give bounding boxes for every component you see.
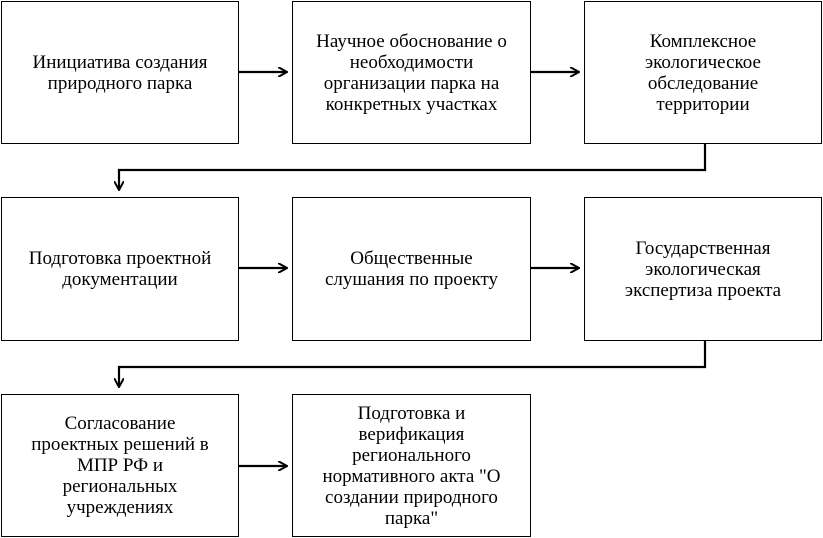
arrow-6-7 xyxy=(119,341,707,387)
step-7-box: Согласование проектных решений в МПР РФ … xyxy=(1,394,239,537)
step-4-text: Подготовка проектной документации xyxy=(28,248,212,290)
step-2-text: Научное обоснование о необходимости орга… xyxy=(316,30,507,115)
step-8-box: Подготовка и верификация регионального н… xyxy=(292,394,531,537)
step-4-box: Подготовка проектной документации xyxy=(1,197,239,341)
step-5-box: Общественные слушания по проекту xyxy=(292,197,531,341)
step-8-text: Подготовка и верификация регионального н… xyxy=(322,402,501,529)
step-5-text: Общественные слушания по проекту xyxy=(324,248,499,290)
step-2-box: Научное обоснование о необходимости орга… xyxy=(292,1,531,144)
step-6-text: Государственная экологическая экспертиза… xyxy=(624,237,782,301)
step-7-text: Согласование проектных решений в МПР РФ … xyxy=(31,413,209,518)
step-1-text: Инициатива создания природного парка xyxy=(32,51,208,94)
arrow-3-4 xyxy=(119,144,707,190)
step-3-text: Комплексное экологическое обследование т… xyxy=(645,30,761,115)
step-6-box: Государственная экологическая экспертиза… xyxy=(584,197,822,341)
step-1-box: Инициатива создания природного парка xyxy=(1,1,239,144)
step-3-box: Комплексное экологическое обследование т… xyxy=(584,1,822,144)
